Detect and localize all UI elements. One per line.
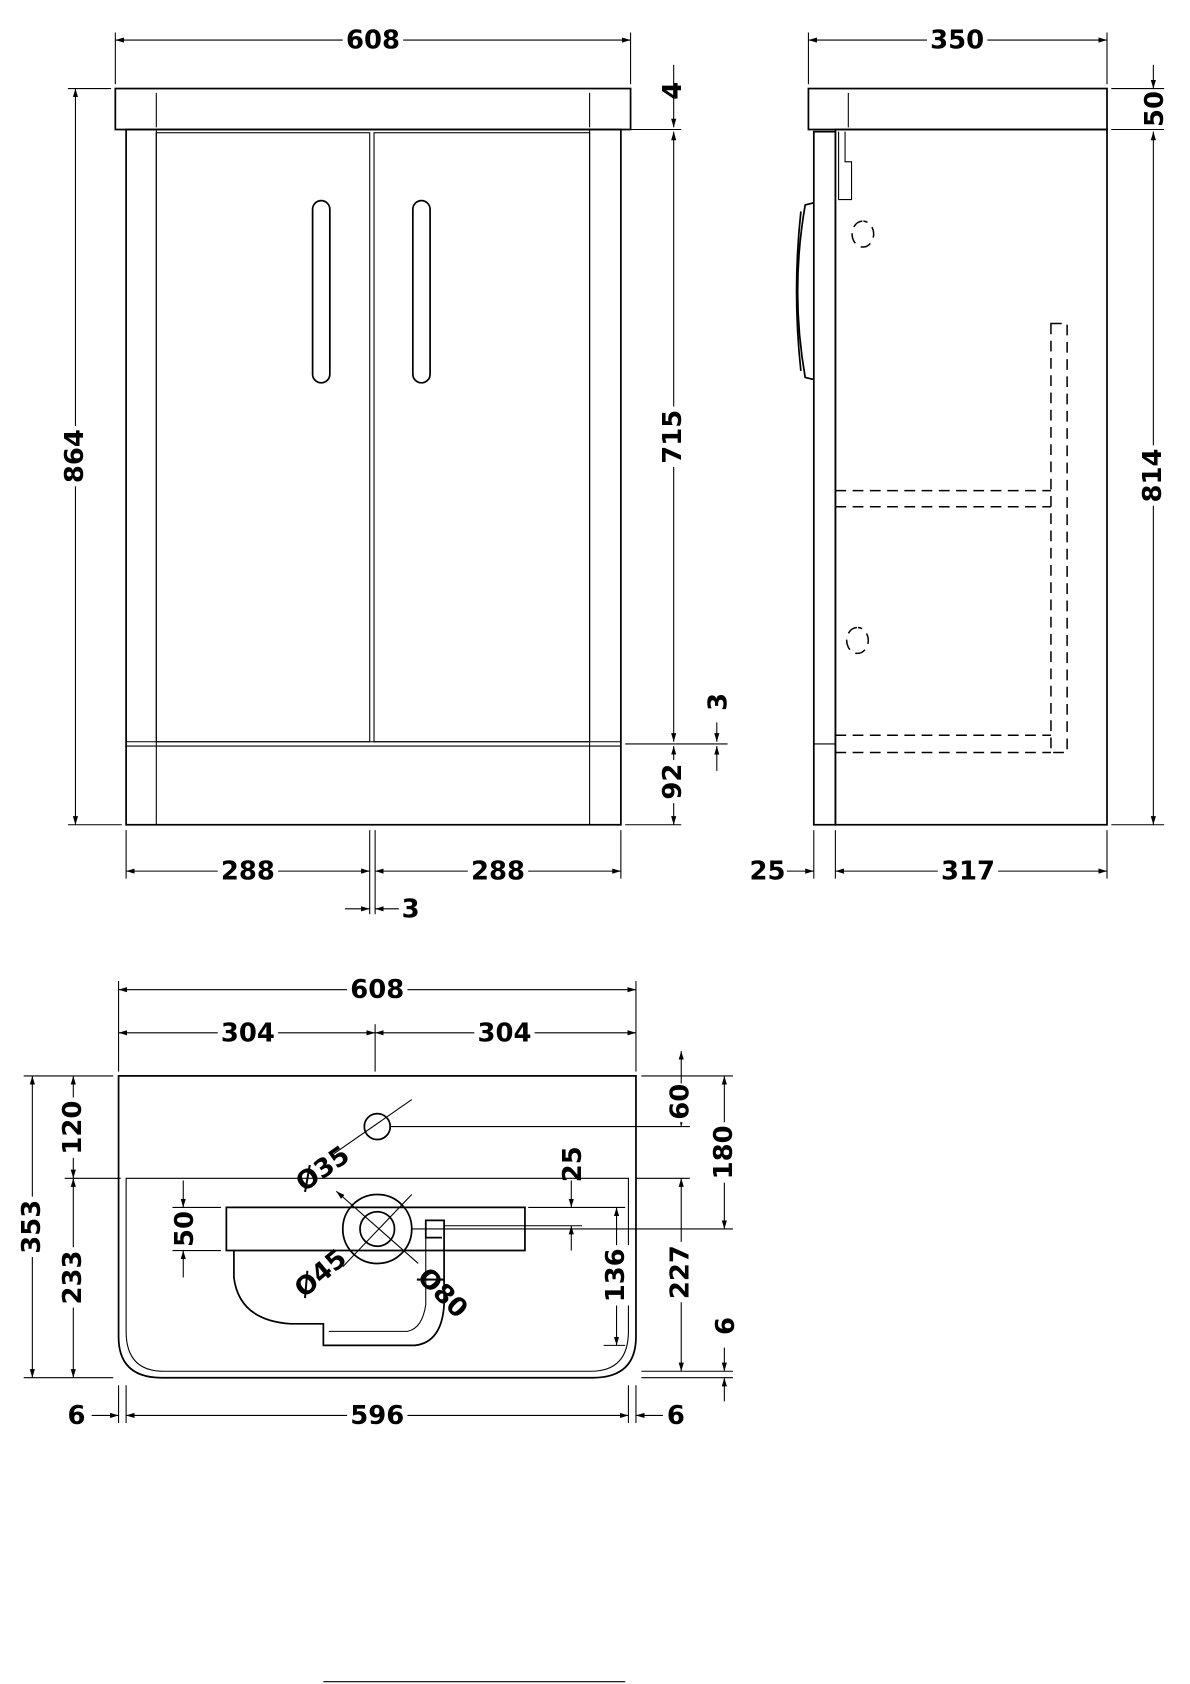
bowl-outline [125, 1177, 629, 1372]
basin-plan: Ø35 Ø45 Ø80 608 304 304 353 120 233 60 1… [17, 975, 741, 1431]
dim-height: 864 [60, 429, 90, 483]
dim-waste-y: 180 [709, 1125, 739, 1179]
dim-width: 608 [346, 26, 400, 56]
side-door [812, 130, 837, 826]
dim-inner-width: 596 [350, 1401, 404, 1431]
right-handle [411, 199, 431, 384]
side-handle [796, 201, 815, 381]
front-view: 608 864 4 715 3 92 288 288 3 [60, 26, 734, 925]
dim-bowl-depth: 233 [58, 1250, 88, 1304]
dim-door-gap: 3 [402, 894, 420, 924]
dim-door-height: 715 [658, 410, 688, 464]
dim-door-thickness: 25 [749, 857, 785, 887]
dim-plinth-height: 92 [658, 764, 688, 800]
dim-bottom-rim: 6 [711, 1317, 741, 1335]
dim-body-depth: 317 [941, 857, 995, 887]
right-door [373, 132, 591, 743]
dim-depth: 350 [930, 26, 984, 56]
basin-outline [117, 1075, 637, 1379]
basin-section: 50 25 136 [170, 1146, 631, 1683]
dim-rim-left: 6 [68, 1401, 86, 1431]
dim-top-gap: 4 [658, 82, 688, 100]
dim-tap-offset: 120 [58, 1101, 88, 1155]
dim-body-height: 814 [1138, 449, 1168, 503]
basin-rim [225, 1206, 526, 1252]
basin-bowl [233, 1219, 445, 1347]
dim-overflow: 25 [558, 1146, 588, 1182]
dim-basin-width: 608 [350, 975, 404, 1005]
side-body [834, 128, 1108, 826]
dim-bowl-inner: 227 [666, 1245, 696, 1299]
dim-rim-height: 50 [170, 1211, 200, 1247]
tap-diameter: Ø35 [291, 1140, 356, 1198]
cabinet-body [125, 128, 622, 826]
side-view: 350 50 814 25 317 [749, 26, 1170, 887]
dim-basin-depth: 353 [17, 1200, 47, 1254]
worktop [114, 87, 632, 131]
left-handle [311, 199, 331, 384]
waste-inner [359, 1210, 396, 1248]
dim-right-door: 288 [471, 857, 525, 887]
dim-tap-hole-y: 60 [666, 1084, 696, 1120]
side-worktop [807, 87, 1108, 131]
dim-half-right: 304 [477, 1018, 531, 1048]
dim-total-height: 136 [601, 1248, 631, 1302]
dim-half-left: 304 [221, 1018, 275, 1048]
dim-left-door: 288 [221, 857, 275, 887]
left-door [155, 132, 371, 743]
dim-plinth-gap: 3 [703, 693, 733, 711]
dim-top-thickness: 50 [1140, 91, 1170, 127]
dim-rim-right: 6 [667, 1401, 685, 1431]
waste-diameter: Ø45 [289, 1244, 353, 1304]
